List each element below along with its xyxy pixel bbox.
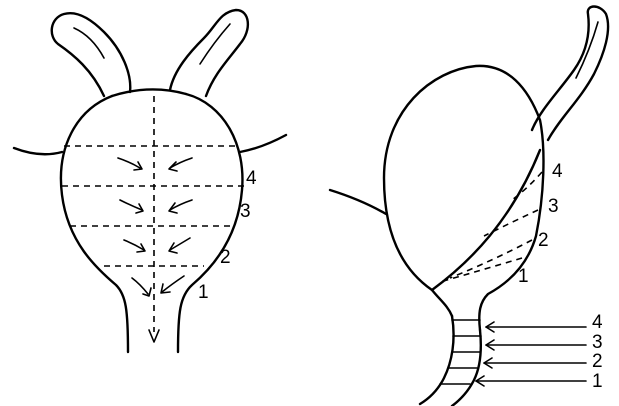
flow-arrows [118,158,192,296]
left-label-1: 1 [198,282,209,303]
right-appendage-fold [200,24,230,64]
right-label-4: 4 [552,161,563,182]
left-appendage [52,13,131,96]
tube-label-3: 3 [592,332,603,353]
right-view: 4 3 2 1 4 3 2 1 [330,7,608,406]
right-appendage [170,10,248,96]
tube-pointer-arrows [476,322,586,386]
left-body-outline [61,96,128,352]
tube-label-4: 4 [592,312,603,333]
tube-label-2: 2 [592,351,603,372]
right-view-appendage-fold [576,22,598,78]
left-appendage-fold [74,28,104,58]
right-label-1: 1 [518,266,529,287]
right-view-ligament [330,190,386,214]
top-body-outline [112,89,186,96]
tube-label-1: 1 [592,371,603,392]
left-ligament [14,148,62,154]
left-label-3: 3 [240,201,251,222]
right-ligament [240,135,286,152]
right-view-neck-left [432,290,452,316]
left-view: 4 3 2 1 [14,10,286,352]
right-label-2: 2 [538,230,549,251]
left-label-4: 4 [246,168,257,189]
tube-left-wall [420,316,454,404]
left-label-2: 2 [220,247,231,268]
right-view-body-outline [384,66,543,330]
right-body-outline [178,94,242,352]
right-label-3: 3 [548,196,559,217]
